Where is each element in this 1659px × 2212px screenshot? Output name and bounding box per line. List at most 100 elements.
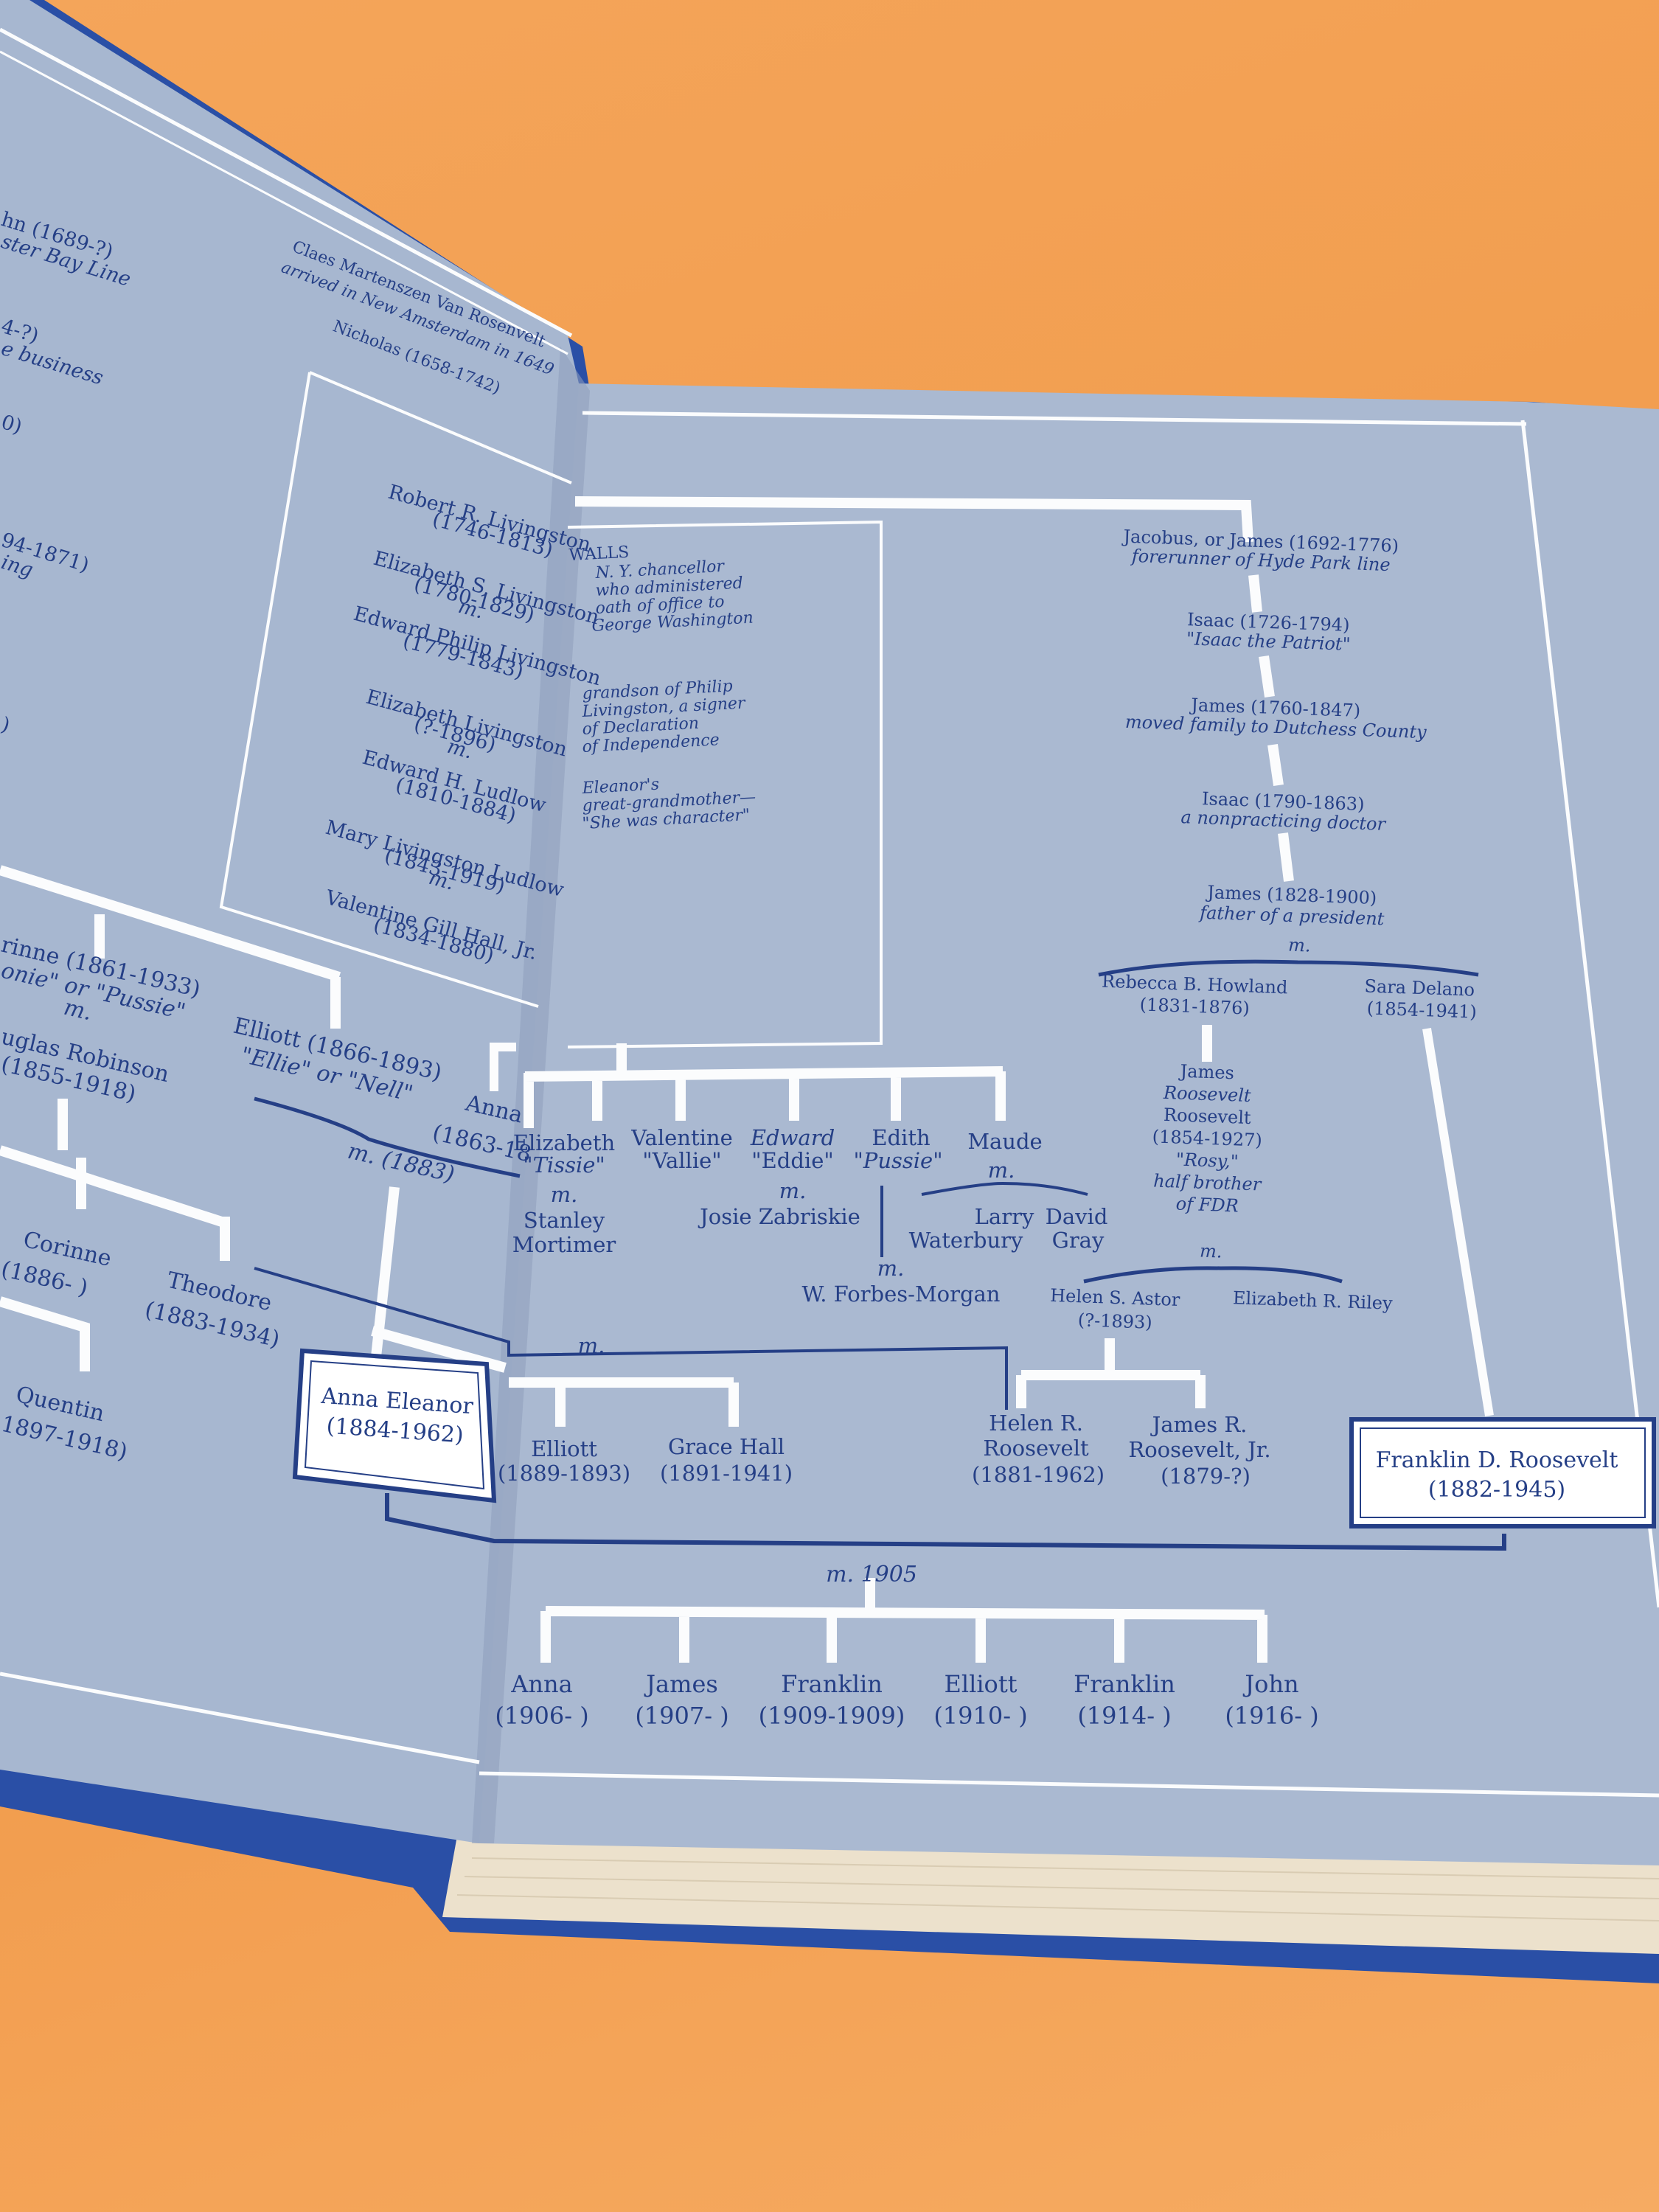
elliott-marriage-brace [254,1096,521,1178]
hall-children-bar [524,1066,1006,1128]
page-edge-lines [456,1857,1659,1921]
middle-line-7: (1881-1962) [972,1462,1105,1487]
middle-line-1: Elliott [531,1436,597,1461]
fdr-box: Franklin D. Roosevelt (1882-1945) [1349,1417,1656,1528]
left-page-border-bottom [0,1672,480,1764]
fdr-child-name-0: Anna [510,1670,572,1698]
fdr-child-years-5: (1916- ) [1225,1702,1318,1730]
hall-line-14: W. Forbes-Morgan [802,1281,1001,1307]
fdr-children-text: Anna (1906- ) James (1907- ) Franklin (1909-1… [495,1670,1318,1730]
right-page-border-right [1520,420,1659,1608]
hyde-park-connector-top [574,496,1253,543]
hyde-line-16: Roosevelt [1163,1082,1252,1106]
hyde-line-23: Helen S. Astor [1050,1285,1181,1310]
hyde-line-18: (1854-1927) [1152,1126,1262,1150]
fdr-children-bar [540,1578,1267,1663]
maude-marriage-brace [921,1181,1088,1196]
fdr-child-years-0: (1906- ) [495,1702,588,1730]
left-lower-line-2: m. [61,995,94,1026]
middle-line-0: m. [578,1333,605,1358]
hyde-line-12: (1831-1876) [1139,994,1250,1018]
hall-line-7: Edward [750,1125,835,1150]
notes-frame [567,520,883,1048]
fdr-child-years-4: (1914- ) [1077,1702,1171,1730]
helen-children-bar [1016,1338,1206,1408]
hall-line-19: David [1046,1204,1108,1229]
hall-line-18: Waterbury [909,1228,1023,1253]
james-r-marriage-brace [1083,1266,1343,1284]
hyde-line-17: Roosevelt [1164,1105,1252,1128]
hyde-line-21: of FDR [1175,1194,1239,1217]
hall-line-11: Edith [872,1125,930,1150]
marriage-lines [254,959,1506,1551]
fdr-child-name-4: Franklin [1074,1670,1175,1698]
left-page-border-top [0,27,573,338]
hall-line-9: m. [779,1178,807,1203]
fdr-child-years-1: (1907- ) [635,1702,728,1730]
quentin-bar [0,1296,90,1371]
middle-text: m. Elliott(1889-1893) Grace Hall(1891-1941… [498,1333,1271,1489]
hyde-line-22: m. [1200,1240,1222,1262]
corinne-children-bar [0,1099,231,1261]
marriage-1905: m. 1905 [826,1562,917,1587]
hyde-park-spine [1248,574,1294,882]
middle-line-5: Helen R. [989,1411,1083,1436]
livingston-frame [219,371,572,1008]
union-line [385,1493,1506,1551]
hall-line-1: "Tissie" [523,1152,605,1178]
notes-line-9: Eleanor's [581,776,660,798]
hall-line-16: m. [988,1158,1015,1183]
hyde-line-20: half brother [1153,1170,1262,1194]
hyde-line-19: "Rosy," [1175,1150,1239,1172]
fdr-child-years-2: (1909-1909) [759,1702,905,1730]
sara-line [1422,1028,1494,1416]
fdr-years: (1882-1945) [1428,1477,1565,1503]
fdr-name: Franklin D. Roosevelt [1376,1447,1618,1473]
james-marriage-brace [1098,959,1479,977]
middle-line-4: (1891-1941) [660,1461,793,1486]
elliott-grace-bar [509,1377,739,1427]
left-page-border-top-inner [0,50,568,355]
hyde-line-13: Sara Delano [1364,975,1475,1000]
marriage-1905-label: m. 1905 [826,1562,917,1587]
hall-line-0: Elizabeth [513,1130,615,1155]
fdr-child-name-5: John [1242,1670,1298,1698]
left-lower-bar [0,865,341,1029]
tree-lines [0,27,1659,1798]
hall-line-12: "Pussie" [853,1148,942,1173]
hall-line-13: m. [877,1256,905,1281]
anna-connector [490,1043,516,1091]
hyde-line-24: (?-1893) [1077,1310,1152,1333]
right-page-border-bottom [479,1771,1659,1798]
middle-line-9: Roosevelt, Jr. [1128,1437,1270,1462]
hyde-line-15: James [1178,1061,1234,1084]
fdr-child-years-3: (1910- ) [933,1702,1027,1730]
hall-children-text: Elizabeth"Tissie"m.StanleyMortimerValent… [512,1125,1108,1307]
notes-line-0: WALLS [568,543,630,565]
hall-line-3: Stanley [524,1208,605,1233]
hall-line-20: Gray [1052,1228,1105,1253]
hall-line-6: "Vallie" [642,1148,721,1173]
hall-line-5: Valentine [630,1125,732,1150]
middle-line-2: (1889-1893) [498,1461,630,1486]
hall-line-15: Maude [967,1129,1042,1154]
fdr-child-name-3: Elliott [944,1670,1017,1698]
middle-line-3: Grace Hall [668,1434,785,1459]
hall-line-4: Mortimer [512,1232,616,1257]
fdr-child-name-1: James [644,1670,718,1698]
middle-line-10: (1879-?) [1161,1464,1251,1489]
hyde-park-text: Jacobus, or James (1692-1776)forerunner … [1050,526,1477,1332]
hall-line-2: m. [551,1182,578,1207]
hyde-line-14: (1854-1941) [1366,998,1477,1022]
fdr-child-name-2: Franklin [781,1670,883,1698]
middle-line-8: James R. [1150,1412,1248,1437]
hall-line-8: "Eddie" [751,1148,833,1173]
page-block-edges [442,1836,1659,1954]
right-page-border-top [582,411,1527,426]
hyde-line-10: m. [1288,934,1311,956]
middle-line-6: Roosevelt [983,1436,1089,1461]
theodore-marriage-line [254,1267,1008,1410]
anna-eleanor-box: Anna Eleanor (1884-1962) [292,1348,497,1503]
